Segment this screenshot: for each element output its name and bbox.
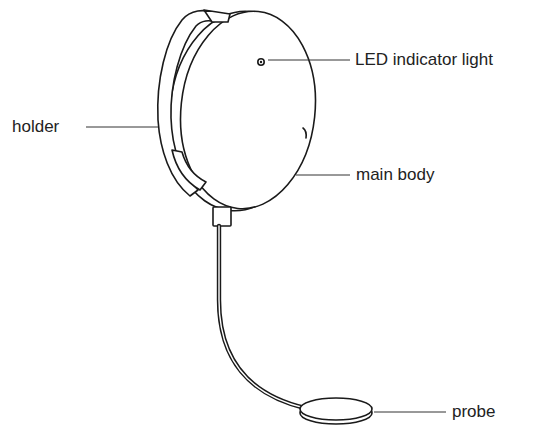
leader-line [86, 127, 158, 128]
led-center [260, 61, 262, 63]
holder-strap [158, 11, 215, 196]
leader-line [268, 60, 350, 61]
body-edge [303, 128, 306, 138]
probe-disc [300, 398, 372, 420]
cable-core [219, 226, 305, 408]
part-label: probe [452, 402, 495, 422]
led-light [258, 59, 264, 65]
cable-connector [213, 207, 231, 226]
leader-line [296, 175, 350, 176]
cable-outline [219, 226, 305, 408]
holder-clip-top [204, 10, 230, 22]
part-label: holder [12, 117, 59, 137]
part-label: main body [356, 165, 434, 185]
main-body [171, 5, 325, 216]
part-label: LED indicator light [355, 50, 493, 70]
holder-clip-bottom [172, 150, 206, 190]
leader-line [374, 412, 446, 413]
